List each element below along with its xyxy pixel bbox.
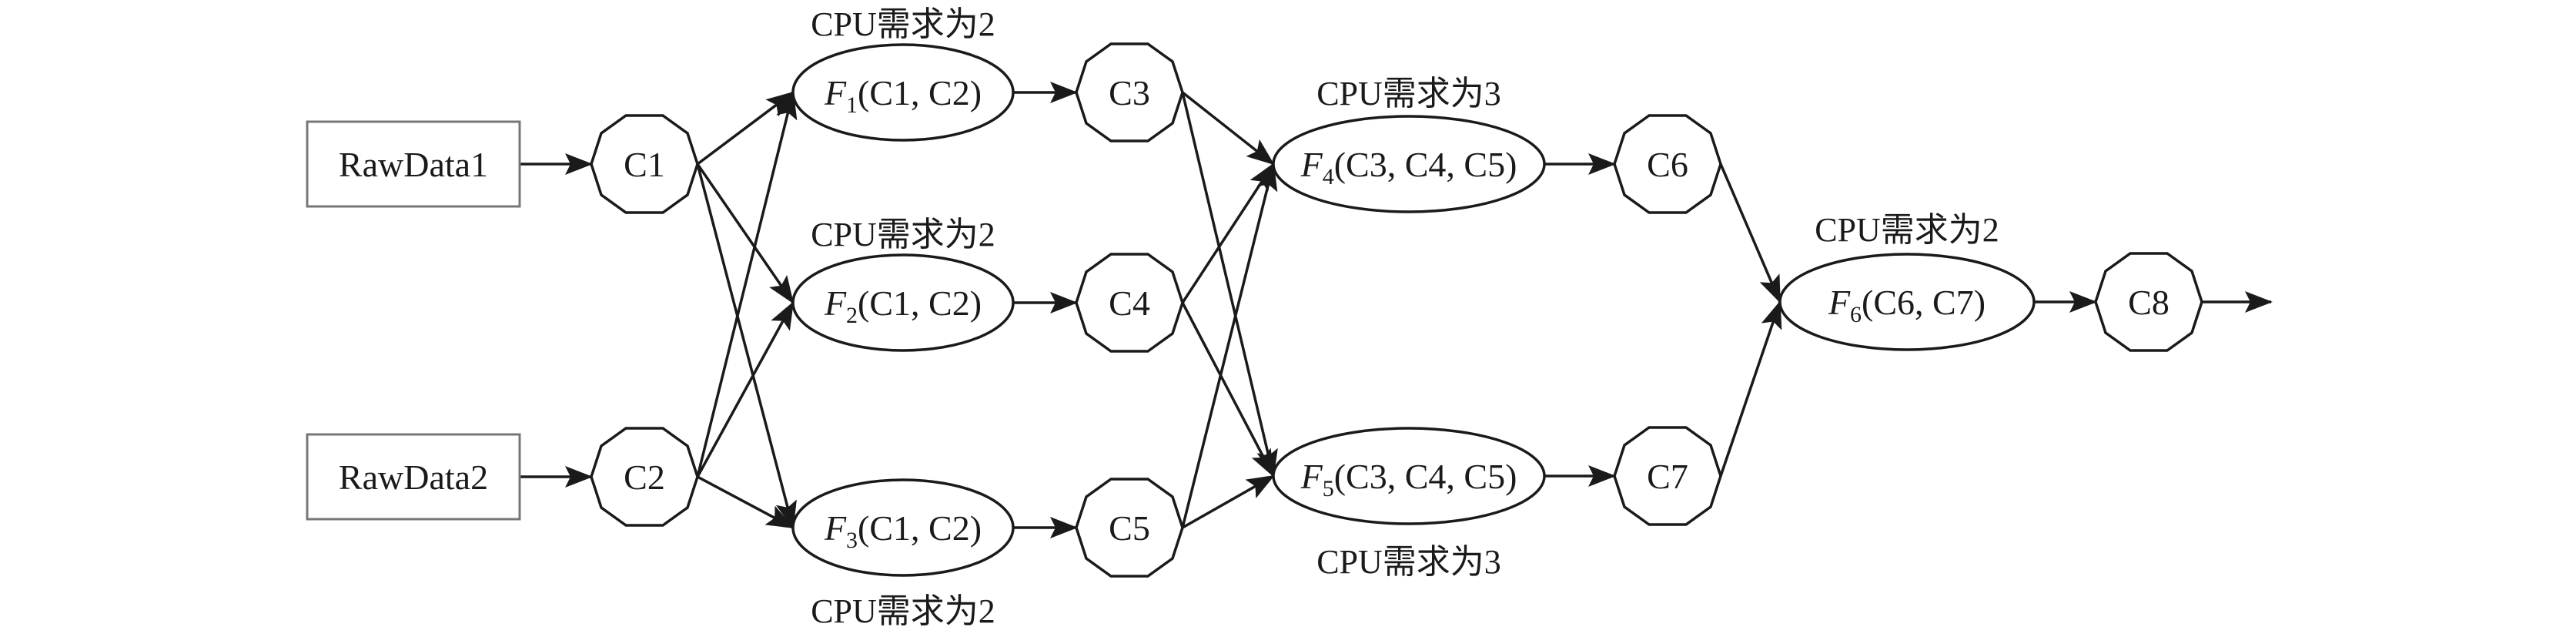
edge-arrow-C4-F5 xyxy=(1181,302,1275,478)
function-label: F5(C3, C4, C5) xyxy=(1300,457,1517,501)
octagon-shape xyxy=(590,427,699,527)
function-name: F xyxy=(824,73,847,112)
function-node-F4: F4(C3, C4, C5) CPU需求为3 xyxy=(1272,75,1546,213)
octagon-shape xyxy=(1075,253,1184,353)
data-node-C3: C3 xyxy=(1075,42,1184,142)
data-node-C8: C8 xyxy=(2094,252,2203,352)
edge-arrow-C2-F3 xyxy=(697,475,795,529)
data-node-C5: C5 xyxy=(1075,478,1184,578)
function-args: (C3, C4, C5) xyxy=(1334,145,1517,184)
function-args: (C1, C2) xyxy=(858,73,982,112)
edge-arrow-C1-F3 xyxy=(696,163,797,529)
cpu-requirement-label: CPU需求为3 xyxy=(1316,75,1501,112)
edge-arrow-C3-F5 xyxy=(1181,92,1278,478)
source-box xyxy=(306,433,521,521)
function-name: F xyxy=(824,283,847,323)
data-node-C6: C6 xyxy=(1613,114,1722,214)
data-node-label: C3 xyxy=(1109,73,1150,112)
data-node-label: C1 xyxy=(624,145,665,184)
data-node-label: C4 xyxy=(1109,283,1150,323)
octagon-shape xyxy=(1613,114,1722,214)
data-node-label: C8 xyxy=(2128,283,2170,322)
data-node-C2: C2 xyxy=(590,427,699,527)
function-subscript: 3 xyxy=(846,528,858,553)
cpu-requirement-label: CPU需求为3 xyxy=(1316,543,1501,581)
function-node-F5: F5(C3, C4, C5) CPU需求为3 xyxy=(1272,427,1546,581)
cpu-requirement-label: CPU需求为2 xyxy=(811,592,995,630)
function-label: F4(C3, C4, C5) xyxy=(1300,145,1517,189)
function-subscript: 5 xyxy=(1323,476,1334,501)
function-label: F2(C1, C2) xyxy=(824,283,982,328)
data-node-label: C5 xyxy=(1109,508,1150,548)
edge-arrow-C2-F1 xyxy=(696,91,798,478)
function-args: (C3, C4, C5) xyxy=(1334,457,1517,496)
source-label: RawData2 xyxy=(339,458,488,497)
function-ellipse xyxy=(1272,427,1546,525)
edge-arrow-C6-F6 xyxy=(1719,163,1781,303)
function-label: F6(C6, C7) xyxy=(1828,283,1986,327)
function-node-F2: F2(C1, C2) CPU需求为2 xyxy=(791,216,1015,352)
function-ellipse xyxy=(791,43,1015,142)
function-node-F6: F6(C6, C7) CPU需求为2 xyxy=(1778,211,2036,351)
source-node-rd2: RawData2 xyxy=(306,433,521,521)
cpu-requirement-label: CPU需求为2 xyxy=(1815,211,1999,249)
edge-arrow-C3-F4 xyxy=(1181,91,1275,166)
data-node-label: C7 xyxy=(1647,457,1688,496)
edge-arrow-C5-F4 xyxy=(1181,163,1278,528)
source-box xyxy=(306,120,521,208)
cpu-requirement-label: CPU需求为2 xyxy=(811,216,995,253)
function-args: (C6, C7) xyxy=(1862,283,1986,322)
data-node-C7: C7 xyxy=(1613,426,1722,526)
function-name: F xyxy=(824,508,847,548)
function-name: F xyxy=(1828,283,1851,322)
source-node-rd1: RawData1 xyxy=(306,120,521,208)
function-subscript: 4 xyxy=(1323,164,1334,189)
function-name: F xyxy=(1300,457,1323,496)
data-node-C4: C4 xyxy=(1075,253,1184,353)
function-ellipse xyxy=(1778,253,2036,351)
function-ellipse xyxy=(791,253,1015,352)
function-ellipse xyxy=(1272,115,1546,213)
edge-arrow-C2-F2 xyxy=(696,301,795,478)
octagon-shape xyxy=(590,114,699,214)
function-subscript: 2 xyxy=(846,303,858,328)
function-node-F3: F3(C1, C2) CPU需求为2 xyxy=(791,478,1015,630)
edge-arrow-C7-F6 xyxy=(1719,300,1782,477)
edge-arrow-C1-F2 xyxy=(696,163,795,304)
function-args: (C1, C2) xyxy=(858,283,982,323)
function-args: (C1, C2) xyxy=(858,508,982,548)
function-subscript: 6 xyxy=(1850,302,1862,327)
function-node-F1: F1(C1, C2) CPU需求为2 xyxy=(791,5,1015,142)
octagon-shape xyxy=(1613,426,1722,526)
function-subscript: 1 xyxy=(846,92,858,118)
function-label: F1(C1, C2) xyxy=(824,73,982,118)
data-node-C1: C1 xyxy=(590,114,699,214)
data-node-label: C2 xyxy=(624,458,665,497)
octagon-shape xyxy=(2094,252,2203,352)
source-label: RawData1 xyxy=(339,145,488,184)
edge-arrow-C5-F5 xyxy=(1182,474,1275,529)
data-node-label: C6 xyxy=(1647,145,1688,184)
function-label: F3(C1, C2) xyxy=(824,508,982,553)
function-name: F xyxy=(1300,145,1323,184)
octagon-shape xyxy=(1075,42,1184,142)
function-ellipse xyxy=(791,478,1015,577)
cpu-requirement-label: CPU需求为2 xyxy=(811,5,995,43)
octagon-shape xyxy=(1075,478,1184,578)
